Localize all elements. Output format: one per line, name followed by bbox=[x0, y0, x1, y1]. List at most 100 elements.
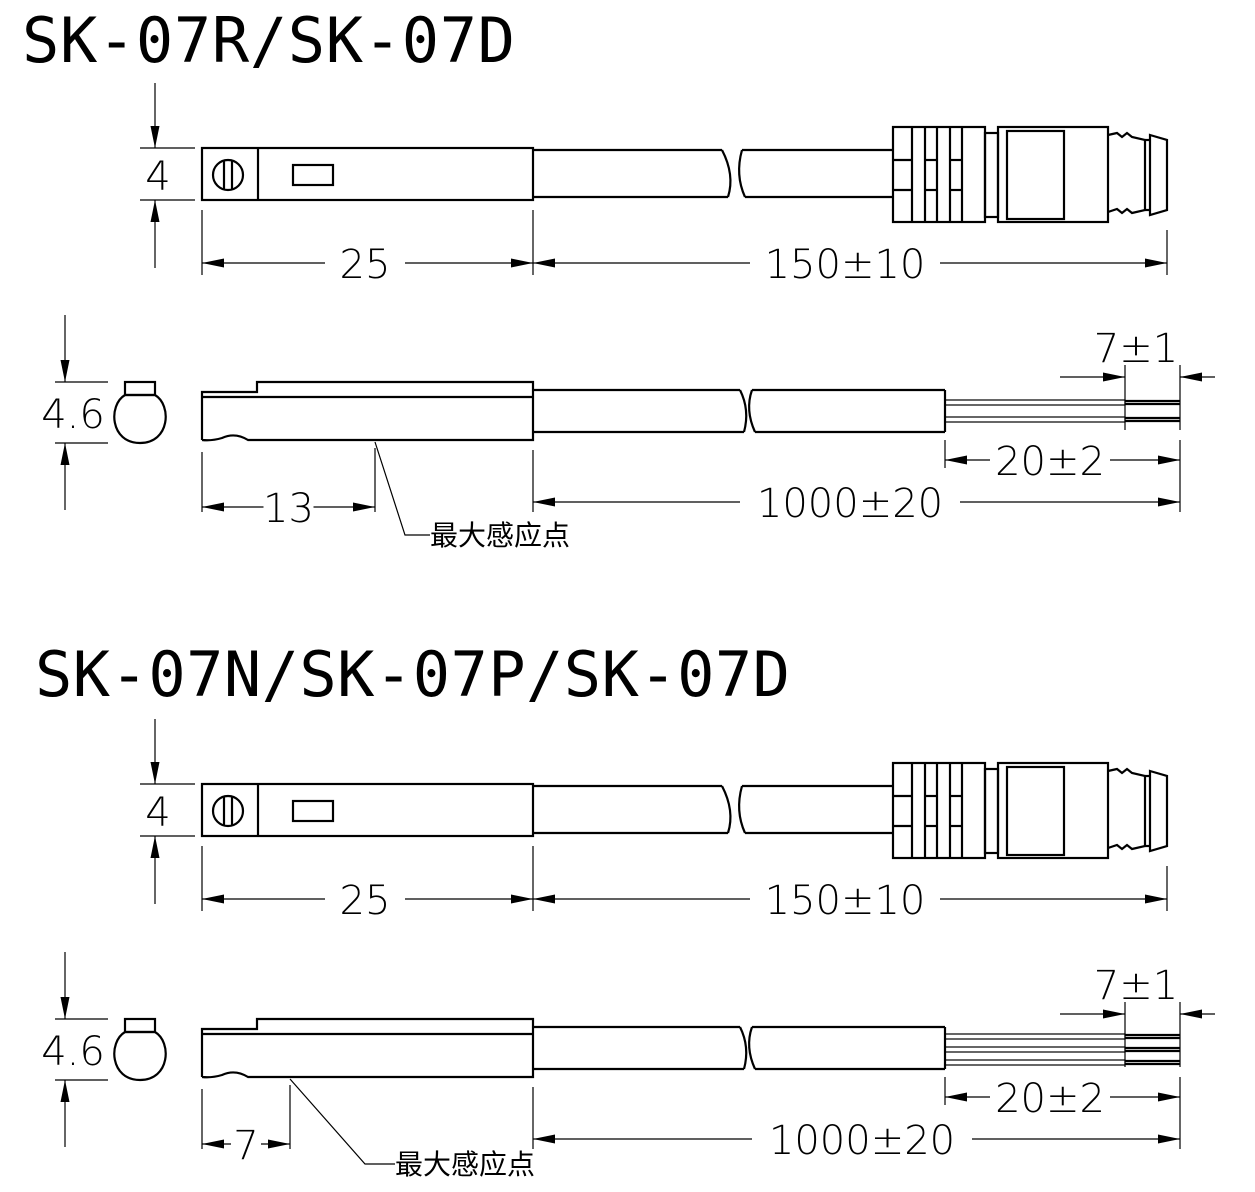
arrowhead bbox=[202, 502, 224, 512]
dimension-text-gap bbox=[990, 1077, 1110, 1117]
arrowhead bbox=[1158, 497, 1180, 507]
arrowhead bbox=[533, 258, 555, 268]
dimension-text-gap bbox=[325, 243, 405, 283]
arrowhead bbox=[1158, 1134, 1180, 1144]
wire bbox=[944, 1033, 1126, 1040]
connector-thread bbox=[1107, 767, 1147, 851]
arrowhead bbox=[1180, 1009, 1202, 1019]
cross-section-profile bbox=[113, 1030, 167, 1082]
top-view: 4 25 150±10 bbox=[140, 719, 1169, 924]
model-title: SK-07R/SK-07D bbox=[22, 4, 515, 77]
cable-break bbox=[738, 785, 747, 834]
arrowhead bbox=[60, 443, 70, 465]
arrowhead bbox=[268, 1139, 290, 1149]
connector-grip bbox=[891, 761, 987, 860]
arrowhead bbox=[60, 997, 70, 1019]
cable-length-label: 150±10 bbox=[765, 878, 926, 924]
arrowhead bbox=[150, 200, 160, 222]
arrowhead bbox=[533, 497, 555, 507]
connector-neck bbox=[983, 131, 1000, 219]
connector-body bbox=[996, 125, 1110, 224]
cross-section-profile bbox=[113, 393, 167, 445]
arrowhead bbox=[945, 1092, 967, 1102]
dimension-text-gap bbox=[263, 487, 314, 527]
wire bbox=[944, 1046, 1126, 1053]
height-dimension-label: 4.6 bbox=[41, 1029, 105, 1075]
cable-length-label: 1000±20 bbox=[769, 1118, 955, 1164]
dimension-text-gap bbox=[750, 879, 940, 919]
arrowhead bbox=[945, 455, 967, 465]
indicator-led bbox=[291, 799, 335, 823]
connector-thread bbox=[1107, 131, 1147, 215]
connector-window bbox=[1005, 765, 1066, 857]
connector-grip bbox=[891, 125, 987, 224]
cable-break bbox=[748, 389, 757, 433]
dimension-text-gap bbox=[325, 879, 405, 919]
sensing-point-label: 最大感应点 bbox=[430, 519, 570, 552]
arrowhead bbox=[511, 894, 533, 904]
arrowhead bbox=[150, 126, 160, 148]
height-dimension-label: 4.6 bbox=[41, 392, 105, 438]
height-dimension-label: 4 bbox=[145, 790, 170, 836]
leader-line bbox=[289, 1078, 395, 1165]
wire bbox=[944, 1059, 1126, 1066]
indicator-led bbox=[291, 163, 335, 187]
strip-length-label: 7±1 bbox=[1094, 963, 1178, 1009]
leader-line bbox=[374, 441, 430, 536]
adjust-screw-icon bbox=[211, 794, 245, 828]
dimension-text-gap bbox=[752, 1119, 972, 1159]
sensor-drawing-2: SK-07N/SK-07P/SK-07D 4 25 150±10 4.6 7±1 20±2 7… bbox=[35, 638, 1215, 1181]
arrowhead bbox=[150, 762, 160, 784]
arrowhead bbox=[1103, 1009, 1125, 1019]
cross-section-tab bbox=[123, 380, 157, 397]
arrowhead bbox=[202, 258, 224, 268]
wire-length-label: 20±2 bbox=[995, 1076, 1105, 1122]
cable-break bbox=[739, 1026, 748, 1070]
arrowhead bbox=[1145, 258, 1167, 268]
arrowhead bbox=[1145, 894, 1167, 904]
m8-connector bbox=[891, 761, 1169, 860]
wire bbox=[944, 399, 1126, 406]
cable-break bbox=[738, 149, 747, 198]
arrowhead bbox=[1158, 1092, 1180, 1102]
sensor-body bbox=[200, 380, 535, 442]
cable-length-label: 1000±20 bbox=[757, 481, 943, 527]
arrowhead bbox=[353, 502, 375, 512]
sensor-body bbox=[200, 1017, 535, 1079]
body-length-label: 25 bbox=[340, 878, 391, 924]
arrowhead bbox=[1158, 455, 1180, 465]
cable-break bbox=[721, 785, 732, 834]
arrowhead bbox=[533, 894, 555, 904]
dimension-text-gap bbox=[740, 482, 960, 522]
cable-break bbox=[748, 1026, 757, 1070]
dimension-text-gap bbox=[750, 243, 940, 283]
wire-length-label: 20±2 bbox=[995, 439, 1105, 485]
cross-section-tab bbox=[123, 1017, 157, 1034]
arrowhead bbox=[533, 1134, 555, 1144]
arrowhead bbox=[202, 1139, 224, 1149]
side-view: 4.6 7±1 20±2 13 1000±20 最大感应点 bbox=[41, 315, 1215, 552]
sensing-point-label: 最大感应点 bbox=[395, 1148, 535, 1181]
connector-body bbox=[996, 761, 1110, 860]
sensor-body bbox=[200, 146, 535, 202]
cable-break bbox=[721, 149, 732, 198]
height-dimension-label: 4 bbox=[145, 154, 170, 200]
sensor-body bbox=[200, 782, 535, 838]
strip-length-label: 7±1 bbox=[1094, 326, 1178, 372]
dimension-text-gap bbox=[231, 1124, 261, 1164]
arrowhead bbox=[60, 360, 70, 382]
cable-break bbox=[739, 389, 748, 433]
sensing-point-distance-label: 7 bbox=[233, 1123, 258, 1169]
model-title: SK-07N/SK-07P/SK-07D bbox=[35, 638, 790, 711]
arrowhead bbox=[60, 1080, 70, 1102]
connector-cap bbox=[1148, 133, 1169, 217]
connector-window bbox=[1005, 129, 1066, 221]
connector-cap bbox=[1148, 769, 1169, 853]
arrowhead bbox=[1180, 372, 1202, 382]
sensing-point-distance-label: 13 bbox=[263, 486, 314, 532]
m8-connector bbox=[891, 125, 1169, 224]
arrowhead bbox=[511, 258, 533, 268]
